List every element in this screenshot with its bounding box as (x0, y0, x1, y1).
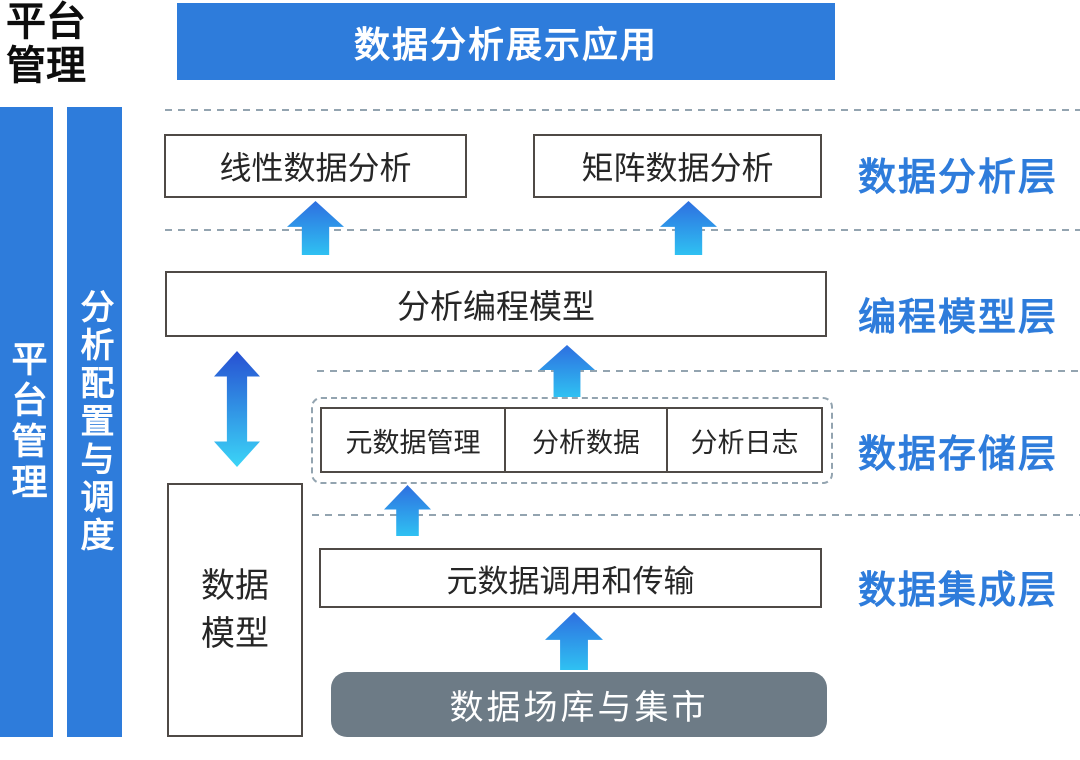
layer-label-programming-model-text: 编程模型层 (858, 297, 1059, 339)
up-arrow-icon (287, 201, 344, 255)
layer-label-programming-model: 编程模型层 (858, 286, 1073, 341)
sidebar-platform-management-label: 平台管理 (6, 340, 48, 504)
cell-analysis-log-label: 分析日志 (690, 427, 799, 458)
cell-analysis-log: 分析日志 (666, 409, 821, 471)
layer-separator-3 (317, 370, 1080, 372)
layer-separator-4 (312, 514, 1080, 516)
box-metadata-call-transfer-label: 元数据调用和传输 (446, 563, 695, 599)
layer-label-data-analysis-text: 数据分析层 (858, 157, 1059, 199)
double-arrow-icon (214, 351, 260, 467)
up-arrow-icon (384, 485, 431, 536)
up-arrow-icon (660, 201, 717, 255)
layer-separator-2 (165, 229, 1080, 231)
corner-title: 平台 管理 (6, 0, 116, 88)
cell-analysis-data: 分析数据 (504, 409, 666, 471)
banner-data-analysis-display-app: 数据分析展示应用 (177, 3, 835, 80)
cell-analysis-data-label: 分析数据 (532, 427, 640, 458)
box-data-warehouse-mart: 数据场库与集市 (331, 672, 827, 737)
box-matrix-data-analysis-label: 矩阵数据分析 (581, 150, 774, 186)
box-matrix-data-analysis: 矩阵数据分析 (533, 134, 822, 198)
box-data-model: 数据模型 (167, 483, 303, 737)
up-arrow-icon (545, 612, 603, 670)
cell-metadata-management-label: 元数据管理 (345, 427, 481, 458)
box-data-warehouse-mart-label: 数据场库与集市 (449, 689, 709, 727)
layer-separator-1 (165, 109, 1080, 111)
corner-title-line1: 平台 (6, 0, 86, 44)
layer-label-data-storage: 数据存储层 (858, 423, 1073, 478)
cell-metadata-management: 元数据管理 (322, 409, 504, 471)
box-data-model-label: 数据模型 (201, 567, 269, 653)
sidebar-analysis-config-scheduling: 分析配置与调度 (67, 107, 122, 737)
box-analysis-programming-model-label: 分析编程模型 (397, 288, 595, 325)
layer-label-data-integration-text: 数据集成层 (858, 570, 1059, 612)
layer-label-data-storage-text: 数据存储层 (858, 434, 1059, 476)
box-metadata-call-transfer: 元数据调用和传输 (319, 548, 822, 608)
layer-label-data-integration: 数据集成层 (858, 559, 1073, 614)
box-analysis-programming-model: 分析编程模型 (165, 271, 827, 337)
storage-table: 元数据管理 分析数据 分析日志 (320, 407, 823, 473)
layer-label-data-analysis: 数据分析层 (858, 146, 1073, 201)
sidebar-platform-management: 平台管理 (0, 107, 53, 737)
box-linear-data-analysis-label: 线性数据分析 (219, 150, 412, 186)
box-linear-data-analysis: 线性数据分析 (164, 134, 467, 198)
corner-title-line2: 管理 (6, 44, 86, 88)
sidebar-analysis-config-scheduling-label: 分析配置与调度 (75, 289, 113, 555)
banner-label: 数据分析展示应用 (353, 23, 658, 65)
